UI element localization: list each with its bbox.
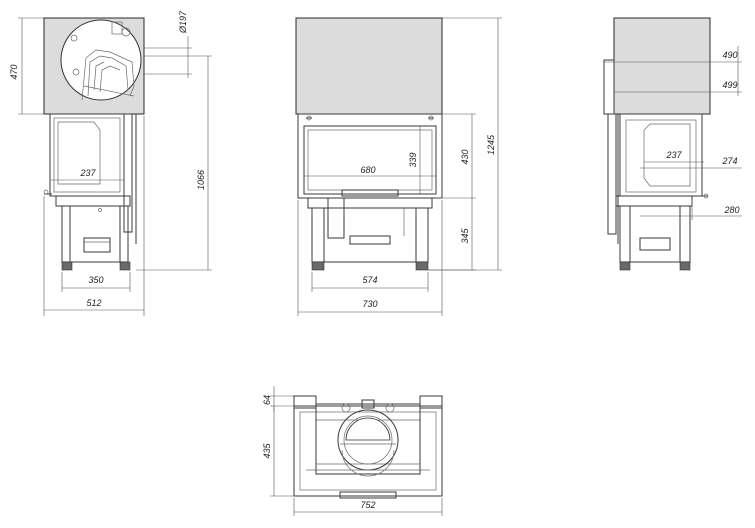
dim-280: 280	[723, 205, 739, 215]
dim-499: 499	[722, 80, 737, 90]
dim-1245: 1245	[486, 134, 496, 155]
dim-1066: 1066	[196, 170, 206, 190]
front-view-hood	[295, 17, 443, 115]
dim-flue-diameter: Ø197	[178, 10, 188, 34]
top-view-outline	[293, 405, 443, 497]
dim-490: 490	[722, 50, 737, 60]
right-side-view	[603, 17, 711, 271]
dim-470: 470	[9, 64, 19, 79]
side-view	[43, 17, 145, 271]
front-view-glass	[303, 125, 437, 195]
front-view	[295, 17, 443, 271]
dim-430: 430	[460, 149, 470, 164]
dim-64: 64	[262, 395, 272, 405]
dim-350: 350	[88, 275, 103, 285]
dim-274: 274	[721, 156, 737, 166]
dim-680: 680	[360, 165, 375, 175]
dim-435: 435	[262, 443, 272, 459]
top-view	[293, 395, 443, 499]
dim-237-right: 237	[665, 150, 682, 160]
dim-237-side: 237	[79, 168, 96, 178]
dim-512: 512	[86, 298, 101, 308]
dimension-labels: 470 Ø197 1066 237 350 512 1245 430 345 3…	[9, 10, 740, 510]
dim-345: 345	[460, 228, 470, 244]
flue-detail-circle	[60, 19, 142, 101]
dim-730: 730	[362, 299, 377, 309]
dim-574: 574	[362, 275, 377, 285]
dimension-lines	[18, 17, 742, 516]
dim-339: 339	[408, 152, 418, 167]
dim-752: 752	[360, 500, 375, 510]
right-view-hood	[613, 17, 711, 115]
